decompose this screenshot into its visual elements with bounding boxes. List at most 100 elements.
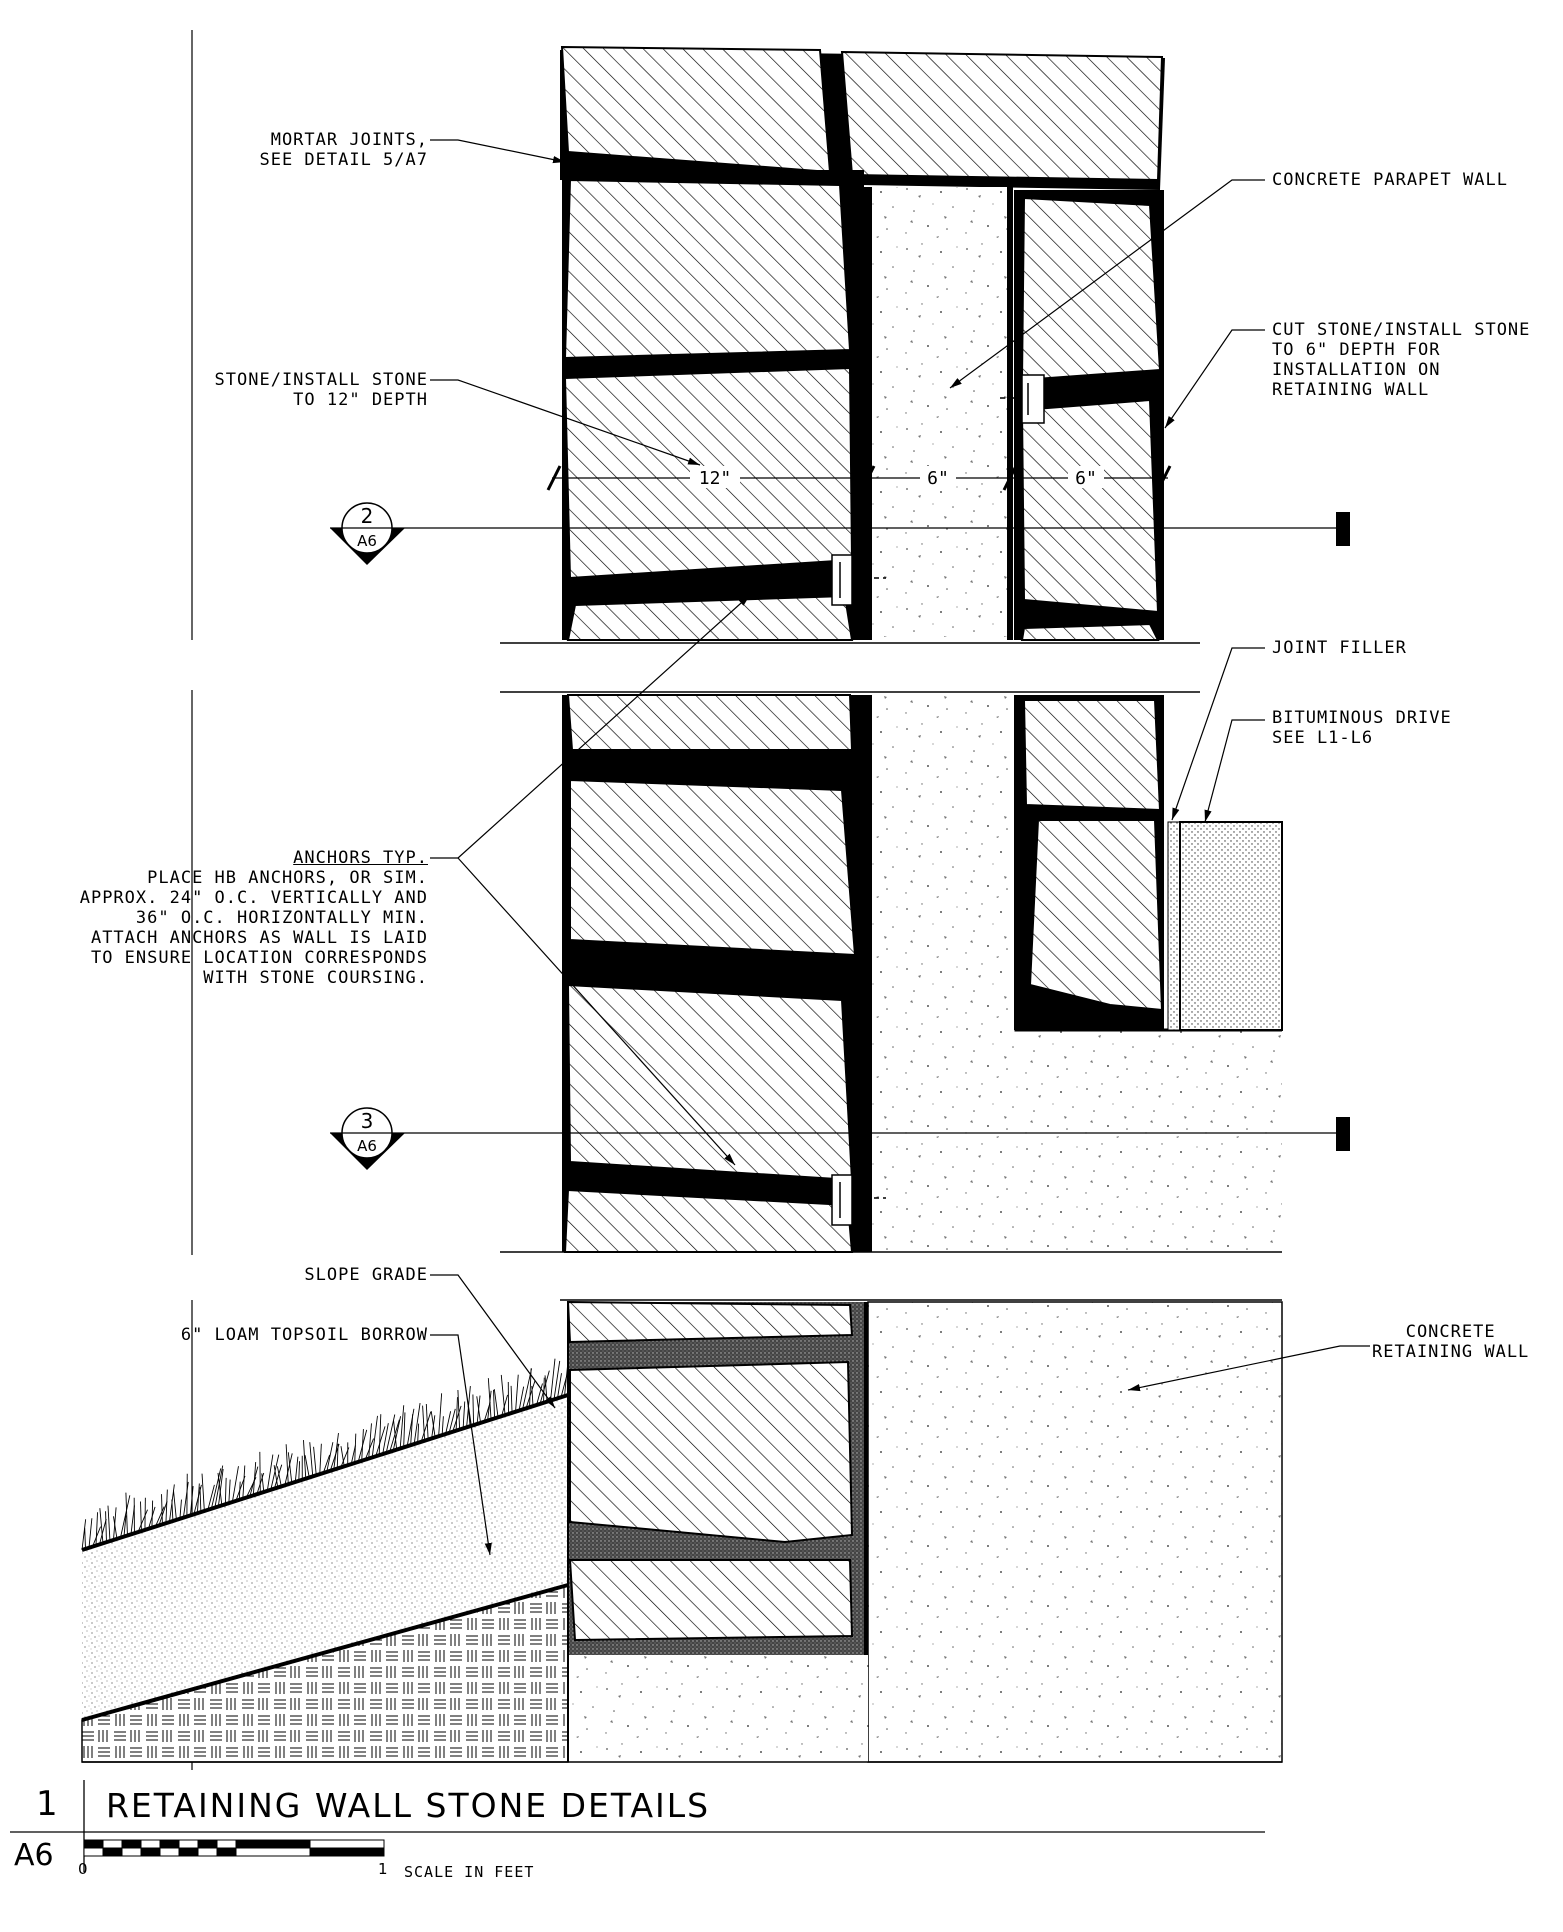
grass-blade: [326, 1442, 334, 1473]
grass-blade: [196, 1483, 200, 1514]
grass: [81, 1353, 570, 1551]
retaining-wall: [867, 1301, 1283, 1763]
grass-blade: [455, 1397, 458, 1431]
grass-blade: [155, 1506, 165, 1527]
note-line: SEE L1-L6: [1272, 728, 1374, 748]
grass-blade: [238, 1481, 241, 1500]
grass-blade: [389, 1419, 400, 1452]
dim-12: 12": [699, 468, 732, 489]
grass-blade: [525, 1380, 536, 1409]
leaders: [430, 139, 1370, 1556]
grass-blade: [425, 1403, 429, 1440]
grass-blade: [309, 1442, 314, 1477]
grass-blade: [113, 1516, 118, 1539]
grass-blade: [294, 1456, 299, 1483]
grass-blade: [522, 1368, 533, 1410]
grass-blade: [287, 1452, 293, 1484]
grass-blade: [500, 1374, 506, 1416]
grass-blade: [99, 1508, 104, 1544]
joint-filler: [1167, 821, 1181, 1031]
section-marker-3[interactable]: [330, 1107, 1350, 1170]
grass-blade: [393, 1420, 398, 1450]
grass-blade: [564, 1353, 570, 1397]
grass-blade: [285, 1444, 289, 1485]
grass-blade: [413, 1403, 421, 1445]
grass-blade: [550, 1358, 556, 1401]
grass-blade: [210, 1468, 222, 1509]
anchor-lower: [831, 1174, 886, 1226]
grass-blade: [493, 1389, 496, 1419]
grass-blade: [536, 1383, 543, 1406]
marker-3-number: 3: [361, 1109, 374, 1133]
grass-blade: [515, 1374, 519, 1412]
grass-blade: [361, 1429, 364, 1461]
grass-blade: [487, 1378, 492, 1420]
note-line: STONE/INSTALL STONE: [214, 370, 428, 390]
note-line: 6" LOAM TOPSOIL BORROW: [180, 1325, 428, 1345]
note-title: ANCHORS TYP.: [293, 848, 428, 868]
scale-bar: [83, 1839, 385, 1857]
grass-blade: [231, 1466, 239, 1503]
grass-blade: [472, 1394, 475, 1426]
grass-blade: [430, 1411, 436, 1438]
grass-blade: [410, 1414, 414, 1446]
dimension-line: [546, 465, 1172, 491]
grass-blade: [120, 1495, 131, 1538]
note-line: RETAINING WALL: [1272, 380, 1430, 400]
dim-6-stone: 6": [1075, 468, 1097, 489]
grass-blade: [510, 1385, 513, 1413]
grass-blade: [249, 1466, 259, 1497]
note-line: TO ENSURE LOCATION CORRESPONDS: [90, 948, 428, 968]
grass-blade: [539, 1370, 550, 1405]
grass-blade: [448, 1408, 456, 1434]
note-line: TO 6" DEPTH FOR: [1272, 340, 1441, 360]
grass-blade: [340, 1446, 345, 1467]
grass-blade: [375, 1426, 386, 1457]
note-mortar-joints: MORTAR JOINTS, SEE DETAIL 5/A7: [160, 130, 428, 170]
note-line: WITH STONE COURSING.: [203, 968, 428, 988]
note-concrete-retaining: CONCRETE RETAINING WALL: [1372, 1322, 1529, 1362]
grass-blade: [518, 1386, 525, 1411]
grass-blade: [158, 1501, 168, 1526]
grass-blade: [171, 1499, 174, 1522]
detail-number: 1: [36, 1784, 58, 1824]
note-slope-grade: SLOPE GRADE: [160, 1265, 428, 1285]
grass-blade: [557, 1373, 562, 1399]
grass-blade: [476, 1396, 482, 1423]
marker-3-sheet: A6: [357, 1137, 377, 1155]
grass-blade: [228, 1479, 231, 1504]
grass-blade: [543, 1377, 545, 1403]
grass-blade: [189, 1485, 194, 1516]
grass-blade: [531, 1385, 534, 1407]
grass-blade: [107, 1505, 111, 1542]
grass-blade: [273, 1465, 279, 1488]
grass-blade: [137, 1509, 148, 1533]
grass-blade: [266, 1454, 274, 1491]
grass-blade: [304, 1455, 310, 1478]
section-marker-2[interactable]: [330, 502, 1350, 565]
note-loam: 6" LOAM TOPSOIL BORROW: [100, 1325, 428, 1345]
grass-blade: [273, 1464, 283, 1489]
grass-blade: [399, 1405, 405, 1449]
grass-blade: [276, 1466, 282, 1487]
grass-blade: [125, 1492, 128, 1536]
grass-blade: [313, 1446, 317, 1476]
grass-blade: [493, 1389, 499, 1418]
lower-section: [81, 1299, 1283, 1763]
note-joint-filler: JOINT FILLER: [1272, 638, 1407, 658]
grass-blade: [457, 1389, 461, 1430]
detail-sheet: A6: [14, 1838, 54, 1873]
grass-blade: [201, 1473, 205, 1511]
marker-2-number: 2: [361, 504, 374, 528]
note-line: INSTALLATION ON: [1272, 360, 1441, 380]
parapet-core: [868, 187, 1010, 637]
grass-blade: [99, 1518, 107, 1545]
grass-blade: [298, 1461, 301, 1481]
anchor-upper-right: [1000, 374, 1045, 424]
note-line: JOINT FILLER: [1272, 638, 1407, 658]
middle-section: [500, 691, 1283, 1253]
note-cut-stone: CUT STONE/INSTALL STONE TO 6" DEPTH FOR …: [1272, 320, 1530, 400]
anchor-upper-left: [831, 554, 886, 606]
grass-blade: [382, 1423, 389, 1455]
